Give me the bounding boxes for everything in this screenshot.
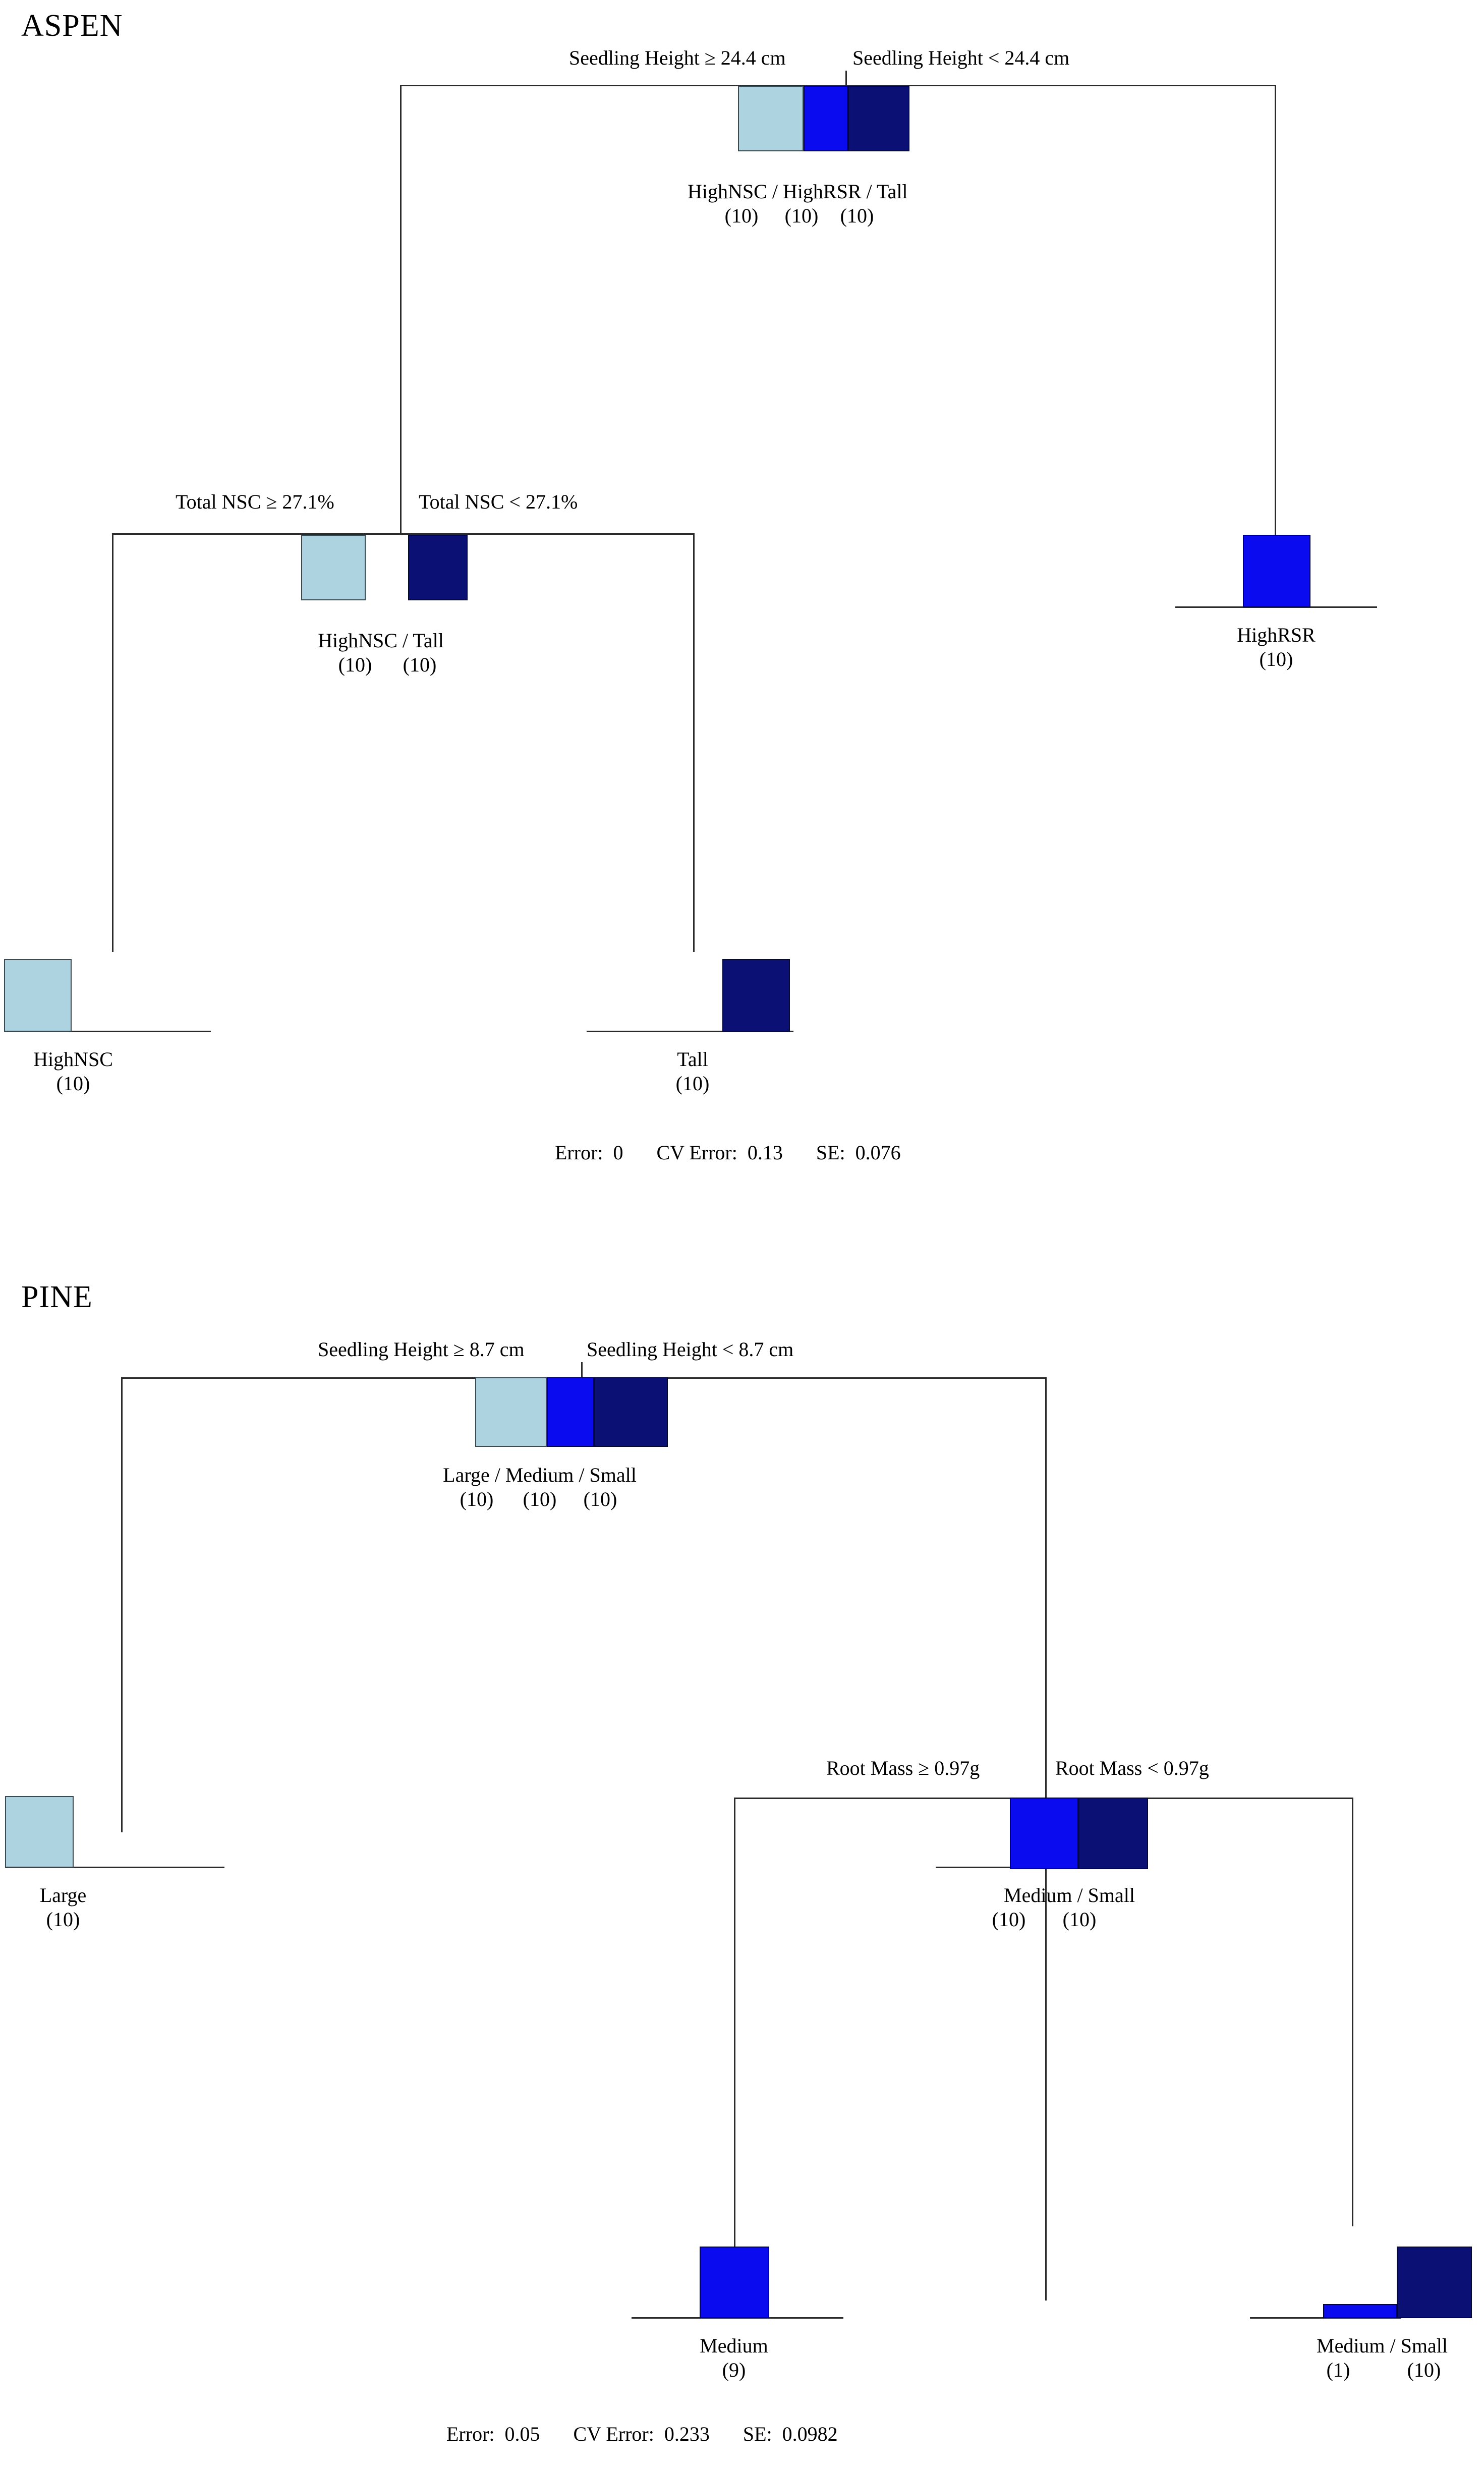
pine-leaf-medium-small-label: Medium / Small [1317,2334,1448,2357]
pine-leaf-medium-small-bar-medium [1323,2304,1397,2318]
aspen-error-value: 0 [613,1141,623,1164]
aspen-se-label: SE: [816,1141,845,1164]
aspen-left-connector-left-drop [112,533,113,952]
pine-leaf-large-bar [5,1796,74,1868]
pine-root-split-right-label: Seedling Height < 8.7 cm [587,1338,794,1361]
pine-right-count-small: (10) [1062,1908,1097,1931]
pine-leaf-large-count: (10) [46,1908,80,1931]
pine-root-split-left-label: Seedling Height ≥ 8.7 cm [318,1338,525,1361]
pine-root-count-medium: (10) [523,1488,557,1510]
pine-leaf-medium-small-count-medium: (1) [1326,2359,1350,2381]
aspen-root-bar-highrsr [804,86,848,151]
pine-right-split-right-label: Root Mass < 0.97g [1055,1757,1209,1779]
pine-right-connector-left-drop [734,1798,735,2247]
pine-cv-error-value: 0.233 [664,2423,710,2445]
pine-right-node-baseline [936,1867,1011,1868]
pine-cv-error-label: CV Error: [573,2423,654,2445]
pine-right-bar-medium [1010,1798,1078,1869]
pine-leaf-medium-bar [700,2247,769,2318]
aspen-root-node-label: HighNSC / HighRSR / Tall [688,180,908,203]
aspen-se-value: 0.076 [855,1141,901,1164]
aspen-left-connector-horizontal [112,533,695,535]
aspen-left-split-right-label: Total NSC < 27.1% [419,490,578,513]
aspen-leaf-highnsc-count: (10) [56,1072,90,1095]
aspen-left-split-left-label: Total NSC ≥ 27.1% [176,490,334,513]
aspen-leaf-highnsc-bar [4,959,72,1032]
pine-stats-row: Error: 0.05 CV Error: 0.233 SE: 0.0982 [446,2424,838,2444]
pine-tree-title: PINE [21,1280,93,1314]
pine-root-count-small: (10) [583,1488,617,1510]
aspen-left-count-tall: (10) [403,653,437,676]
aspen-left-node-label: HighNSC / Tall [318,629,444,652]
aspen-left-count-highnsc: (10) [338,653,372,676]
aspen-leaf-highnsc-label: HighNSC [33,1048,113,1071]
aspen-root-count-highnsc: (10) [724,204,759,227]
aspen-cv-error-label: CV Error: [656,1141,737,1164]
aspen-leaf-highrsr-bar [1243,535,1310,607]
pine-leaf-medium-small-count-small: (10) [1407,2359,1441,2381]
aspen-stats-row: Error: 0 CV Error: 0.13 SE: 0.076 [555,1143,901,1163]
aspen-leaf-tall-count: (10) [675,1072,710,1095]
aspen-left-connector-right-drop [693,533,695,952]
aspen-leaf-tall-bar [722,959,790,1032]
pine-right-connector-right-drop [1352,1798,1353,2226]
aspen-cv-error-value: 0.13 [747,1141,783,1164]
aspen-root-stub [845,71,847,86]
aspen-tree-title: ASPEN [21,9,123,43]
aspen-error-label: Error: [555,1141,603,1164]
pine-right-split-left-label: Root Mass ≥ 0.97g [826,1757,980,1779]
pine-leaf-medium-small-bar-small [1397,2247,1472,2318]
aspen-left-bar-highnsc [301,535,366,600]
pine-error-value: 0.05 [504,2423,540,2445]
aspen-leaf-highrsr-count: (10) [1259,648,1293,670]
aspen-root-split-right-label: Seedling Height < 24.4 cm [852,46,1070,69]
pine-leaf-medium-label: Medium [700,2334,768,2357]
pine-right-count-medium: (10) [992,1908,1026,1931]
pine-leaf-large-baseline [5,1867,224,1868]
aspen-root-connector-left-drop [400,85,402,534]
pine-leaf-medium-count: (9) [722,2359,746,2381]
aspen-leaf-highnsc-baseline [4,1031,211,1032]
aspen-root-bar-tall [848,86,909,151]
aspen-root-connector-right-drop [1275,85,1276,539]
aspen-leaf-highrsr-label: HighRSR [1237,624,1316,646]
aspen-root-count-highrsr: (10) [784,204,819,227]
pine-leaf-large-label: Large [39,1884,87,1906]
aspen-root-bar-highnsc [738,86,804,151]
pine-se-label: SE: [743,2423,772,2445]
pine-root-bar-large [475,1377,547,1447]
pine-error-label: Error: [446,2423,495,2445]
aspen-left-bar-highrsr-empty [366,537,408,600]
pine-root-bar-medium [547,1377,594,1447]
pine-right-node-label: Medium / Small [1004,1884,1135,1906]
aspen-leaf-tall-baseline [587,1031,793,1032]
pine-right-bar-small [1078,1798,1148,1869]
aspen-root-split-left-label: Seedling Height ≥ 24.4 cm [569,46,786,69]
pine-root-node-label: Large / Medium / Small [443,1464,637,1486]
aspen-left-bar-tall [408,535,468,600]
aspen-root-connector-horizontal [400,85,1276,86]
pine-se-value: 0.0982 [782,2423,838,2445]
pine-root-connector-left-drop [121,1377,123,1832]
pine-root-count-large: (10) [460,1488,494,1510]
pine-root-bar-small [594,1377,668,1447]
aspen-leaf-tall-label: Tall [677,1048,708,1071]
pine-root-stub [581,1362,583,1378]
aspen-root-count-tall: (10) [840,204,874,227]
